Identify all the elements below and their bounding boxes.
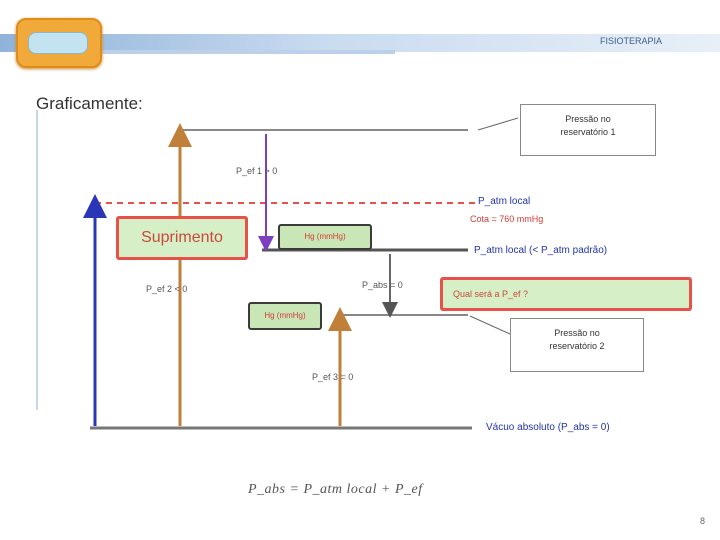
pressure-label-2: P_ef 2 < 0 xyxy=(146,284,188,294)
callout-reservoir-2: Pressão no reservatório 2 xyxy=(510,318,644,372)
callout-reservoir-1: Pressão no reservatório 1 xyxy=(520,104,656,156)
question-label: Qual será a P_ef ? xyxy=(453,289,529,299)
callout-reservoir-1-line1: Pressão no xyxy=(565,114,611,124)
hg-box-top: Hg (mmHg) xyxy=(278,224,372,250)
callout-leader-bottom xyxy=(469,315,511,335)
left-rule xyxy=(36,110,38,410)
label-cota: Cota = 760 mmHg xyxy=(470,214,544,224)
header-underline xyxy=(95,50,395,54)
label-atm-standard: P_atm local (< P_atm padrão) xyxy=(474,245,608,256)
callout-reservoir-2-line2: reservatório 2 xyxy=(549,341,605,351)
callout-reservoir-1-line2: reservatório 1 xyxy=(560,127,616,137)
logo xyxy=(16,18,102,68)
callout-reservoir-2-line1: Pressão no xyxy=(554,328,600,338)
supply-label: Suprimento xyxy=(141,229,223,246)
supply-box: Suprimento xyxy=(116,216,248,260)
hg-box-mid-label: Hg (mmHg) xyxy=(264,311,306,320)
hg-box-top-label: Hg (mmHg) xyxy=(304,232,346,241)
pressure-label-1: P_ef 1 > 0 xyxy=(236,166,278,176)
pressure-label-4: P_ef 3 = 0 xyxy=(312,372,354,382)
label-atm-local: P_atm local xyxy=(478,196,531,207)
header-band xyxy=(0,34,720,52)
formula: P_abs = P_atm local + P_ef xyxy=(248,482,423,497)
callout-leader-top xyxy=(477,117,519,131)
pressure-label-3: P_abs = 0 xyxy=(362,280,403,290)
question-box: Qual será a P_ef ? xyxy=(440,277,692,311)
logo-inner xyxy=(28,32,88,54)
section-title: FISIOTERAPIA xyxy=(600,36,663,46)
hg-box-mid: Hg (mmHg) xyxy=(248,302,322,330)
page-number: 8 xyxy=(700,516,706,526)
label-vacuum: Vácuo absoluto (P_abs = 0) xyxy=(486,422,610,433)
slide-title: Graficamente: xyxy=(36,94,143,113)
